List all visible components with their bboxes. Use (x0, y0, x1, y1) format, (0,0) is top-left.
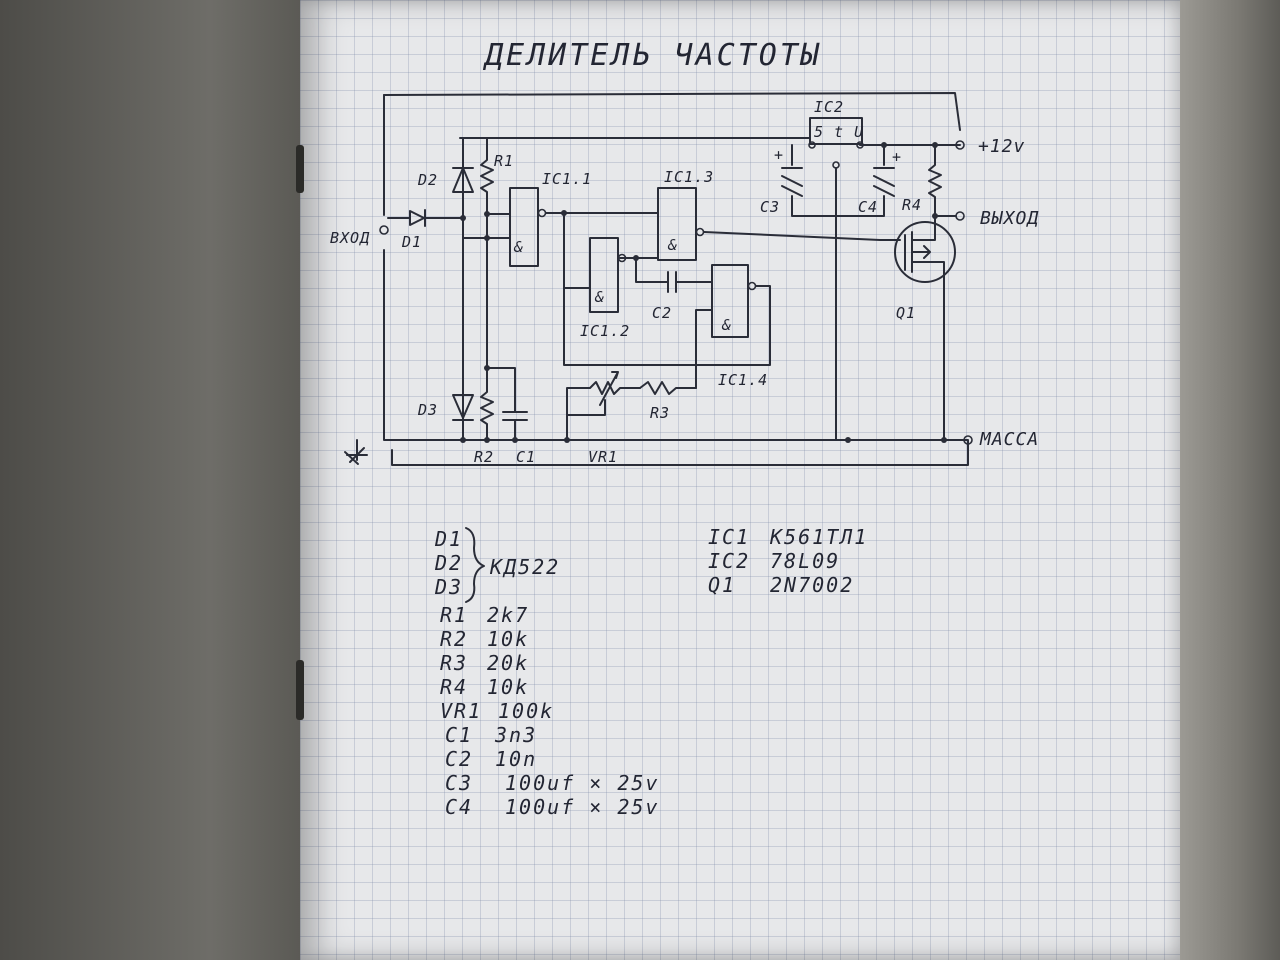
c1-label: C1 (516, 448, 536, 466)
svg-text:100uf × 25v: 100uf × 25v (505, 771, 659, 795)
svg-text:&: & (667, 236, 678, 254)
c4-plus: + (892, 148, 902, 166)
svg-text:2k7: 2k7 (487, 603, 529, 627)
svg-text:3n3: 3n3 (494, 723, 537, 747)
svg-text:VR1: VR1 (440, 699, 482, 723)
binding-staple-bottom (296, 660, 304, 720)
d3-label: D3 (417, 401, 438, 419)
svg-text:R3: R3 (440, 651, 468, 675)
svg-text:&: & (513, 238, 524, 256)
q1-label: Q1 (896, 304, 916, 322)
svg-text:C1: C1 (445, 723, 473, 747)
binding-staple-top (296, 145, 304, 193)
capacitor-c2 (635, 257, 713, 293)
output-terminal (932, 211, 965, 221)
d2-label: D2 (417, 171, 438, 189)
resistor-r3 (639, 381, 697, 395)
svg-text:IC2: IC2 (708, 549, 750, 573)
capacitor-c3 (781, 144, 849, 217)
vr1-label: VR1 (588, 448, 618, 466)
capacitor-c1 (502, 411, 528, 441)
c2-label: C2 (652, 304, 672, 322)
supply-rail (459, 137, 965, 150)
r1-label: R1 (494, 152, 514, 170)
input-label: ВХОД (330, 229, 370, 247)
svg-text:100uf × 25v: 100uf × 25v (505, 795, 659, 819)
output-label: ВЫХОД (980, 208, 1039, 229)
capacitor-c4 (847, 142, 895, 217)
svg-text:КД522: КД522 (489, 555, 560, 579)
svg-text:D3: D3 (434, 575, 463, 599)
ic1-4-label: IC1.4 (718, 371, 768, 389)
outer-frame (383, 92, 969, 466)
c4-label: C4 (858, 198, 878, 216)
d1-label: D1 (401, 233, 422, 251)
gate-ic1-2: & (563, 212, 639, 313)
svg-text:5 t U: 5 t U (814, 123, 864, 141)
bom-left: R1 2k7 R2 10k R3 20k R4 10k VR1 100k C1 3n3 C2… (440, 603, 659, 819)
diode-d3 (452, 394, 474, 421)
svg-text:Q1: Q1 (708, 573, 736, 597)
potentiometer-vr1 (566, 371, 641, 441)
svg-text:C3: C3 (445, 771, 473, 795)
r4-label: R4 (902, 196, 922, 214)
svg-text:&: & (594, 288, 605, 306)
resistor-r1 (480, 137, 494, 239)
c3-label: C3 (760, 198, 780, 216)
resistor-r2 (480, 237, 516, 441)
gate-ic1-4: & (563, 264, 771, 389)
ic1-3-label: IC1.3 (664, 168, 714, 186)
svg-text:R4: R4 (440, 675, 468, 699)
svg-text:10n: 10n (495, 747, 537, 771)
c3-plus: + (774, 146, 784, 164)
resistor-r4 (928, 142, 942, 217)
svg-text:2N7002: 2N7002 (770, 573, 854, 597)
right-page-edge (1180, 0, 1280, 960)
svg-text:D1: D1 (434, 527, 463, 551)
svg-text:&: & (721, 316, 732, 334)
gate-ic1-1: & (509, 187, 659, 267)
ground-label: МАССА (979, 429, 1039, 450)
regulator-ic2: 5 t U (808, 117, 864, 441)
svg-text:D2: D2 (434, 551, 463, 575)
r2-label: R2 (474, 448, 494, 466)
svg-text:100k: 100k (498, 699, 554, 723)
svg-text:10k: 10k (487, 675, 529, 699)
svg-text:R1: R1 (440, 603, 468, 627)
svg-text:78L09: 78L09 (770, 549, 840, 573)
input-terminal (379, 209, 464, 235)
svg-text:10k: 10k (487, 627, 529, 651)
svg-text:C2: C2 (445, 747, 473, 771)
svg-text:IC1: IC1 (708, 525, 750, 549)
notebook-page (300, 0, 1180, 960)
supply-label: +12v (978, 136, 1025, 157)
ic1-1-label: IC1.1 (542, 170, 592, 188)
left-page (0, 0, 300, 960)
svg-text:R2: R2 (440, 627, 468, 651)
ic2-label: IC2 (814, 98, 844, 116)
ground-icon (344, 439, 368, 465)
bom-diodes: D1 D2 D3 КД522 (434, 527, 560, 603)
ground-rail (391, 435, 973, 445)
svg-text:C4: C4 (445, 795, 473, 819)
gate-ic1-3: & (619, 187, 901, 261)
r3-label: R3 (650, 404, 670, 422)
transistor-q1 (894, 215, 956, 441)
bom-right: IC1 K561TЛ1 IC2 78L09 Q1 2N7002 (708, 525, 868, 597)
ic1-2-label: IC1.2 (580, 322, 630, 340)
diagram-title: ДЕЛИТЕЛЬ ЧАСТОТЫ (482, 38, 822, 73)
diode-d2 (452, 137, 474, 441)
svg-text:K561TЛ1: K561TЛ1 (769, 525, 868, 549)
svg-text:20k: 20k (487, 651, 529, 675)
